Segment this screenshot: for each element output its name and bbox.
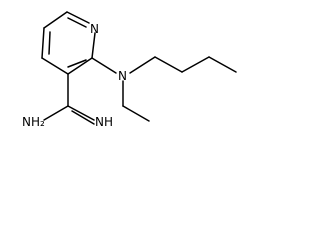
bond-c2-amine-nitrogen — [91, 57, 117, 74]
ring-bond-n-c2 — [91, 32, 96, 59]
chemical-structure-diagram: N N NH₂ NH — [22, 11, 237, 129]
ring-bond-c4-c5 — [41, 27, 45, 59]
ring-double-bond-c6-n — [67, 17, 87, 28]
amidine-imine-label: NH — [95, 115, 113, 129]
bond-ethyl-c1-c2 — [122, 105, 150, 122]
bond-butyl-c2-c3 — [181, 56, 210, 73]
bond-amine-butyl-c1 — [129, 56, 156, 74]
amidine-nh2-label: NH₂ — [22, 115, 45, 129]
ring-bond-c6-n — [66, 11, 90, 24]
bond-butyl-c3-c4 — [208, 56, 237, 73]
ring-bond-c3-c4 — [41, 57, 69, 75]
ring-double-bond-c2-c3 — [67, 59, 87, 68]
bond-butyl-c1-c2 — [154, 56, 183, 73]
bond-amidine-carbon-nh2 — [43, 105, 69, 121]
amine-nitrogen-label: N — [118, 69, 127, 83]
ring-double-bond-c4-c5 — [48, 31, 51, 55]
bond-amidine-double-nh-inner — [71, 110, 95, 125]
bond-amidine-double-nh-outer — [67, 105, 95, 121]
ring-bond-c2-c3 — [67, 57, 93, 75]
ring-bond-c5-c6 — [43, 11, 68, 29]
ring-nitrogen-label: N — [90, 22, 99, 36]
